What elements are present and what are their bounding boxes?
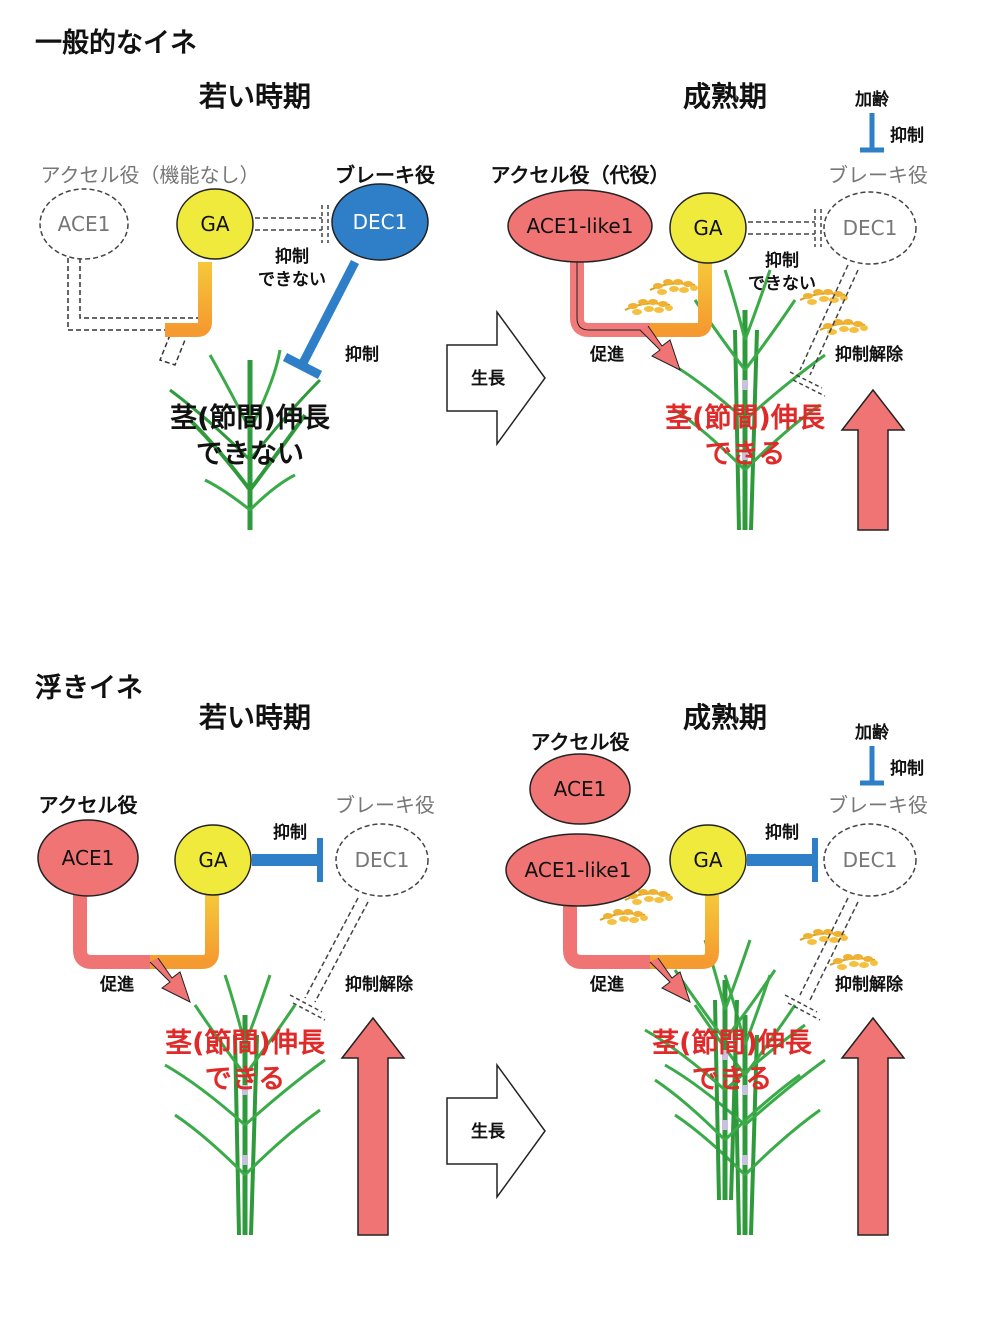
elongation-arrow — [840, 1016, 906, 1236]
ace1-like1-node — [505, 833, 651, 907]
phase-heading-young: 若い時期 — [199, 701, 311, 734]
ace1-label: ACE1 — [58, 212, 111, 236]
rice-grain-illustration — [599, 908, 649, 926]
aging-inhibition-line — [860, 746, 884, 786]
outcome-text: 茎(節間)伸長 — [665, 402, 826, 434]
accelerator-label: アクセル役（代役） — [491, 163, 670, 187]
inhibit-label: 抑制 — [345, 344, 379, 365]
ace1-node — [39, 188, 129, 260]
phase-heading-mature: 成熟期 — [683, 701, 767, 734]
promote-label: 促進 — [589, 974, 624, 995]
phase-heading-mature: 成熟期 — [683, 80, 767, 113]
brake-label: ブレーキ役 — [828, 793, 928, 817]
released-inhibition-line — [304, 897, 369, 1003]
growth-label: 生長 — [471, 1121, 506, 1142]
outcome-text-2: できる — [205, 1064, 285, 1095]
inactive-pathway — [67, 258, 200, 331]
dec1-label: DEC1 — [353, 210, 408, 234]
release-label: 抑制解除 — [835, 974, 904, 995]
promote-arrow — [639, 325, 681, 371]
elongation-arrow — [840, 388, 906, 531]
elongation-arrow — [340, 1016, 406, 1236]
inhibition-line — [297, 259, 360, 368]
phase-heading-young: 若い時期 — [199, 80, 311, 113]
ga-node — [176, 188, 254, 260]
ace1-like1-node — [507, 189, 653, 263]
dec1-node — [823, 823, 917, 897]
promote-pipe — [73, 895, 200, 969]
rice-plant-illustration — [665, 270, 825, 530]
release-label: 抑制解除 — [835, 344, 904, 365]
section-title: 一般的なイネ — [35, 27, 197, 59]
outcome-text-2: できる — [692, 1064, 772, 1095]
promote-pipe — [563, 905, 700, 969]
dec1-label: DEC1 — [843, 216, 898, 240]
ga-label: GA — [200, 212, 229, 236]
promote-arrow — [149, 957, 191, 1003]
ga-signal-pipe — [150, 895, 219, 969]
rice-plant-illustration — [165, 975, 325, 1235]
dec1-node — [331, 183, 429, 261]
accelerator-label: アクセル役 — [531, 730, 630, 754]
ace1-label: ACE1 — [554, 777, 607, 801]
promote-label: 促進 — [589, 344, 624, 365]
aging-label: 加齢 — [854, 722, 890, 743]
growth-label: 生長 — [471, 368, 506, 389]
outcome-text: 茎(節間)伸長 — [165, 1027, 326, 1059]
ga-node — [669, 824, 747, 896]
dec1-node — [335, 823, 429, 897]
rice-grain-illustration — [624, 298, 674, 316]
outcome-text: 茎(節間)伸長 — [170, 402, 331, 434]
ga-node — [669, 192, 747, 264]
aging-inhibit-label: 抑制 — [890, 758, 924, 779]
ace1-like1-label: ACE1-like1 — [525, 858, 632, 882]
failed-inhibition-line — [255, 217, 322, 231]
dec1-label: DEC1 — [355, 848, 410, 872]
failed-inhibition-line — [748, 221, 815, 235]
ga-signal-pipe — [165, 262, 212, 337]
section-title: 浮きイネ — [35, 673, 143, 704]
brake-label: ブレーキ役 — [335, 793, 435, 817]
ga-label: GA — [198, 848, 227, 872]
ga-signal-pipe — [650, 262, 712, 337]
cannot-inhibit-label: 抑制 — [765, 250, 799, 271]
outcome-text: 茎(節間)伸長 — [652, 1027, 813, 1059]
growth-arrow — [446, 1062, 546, 1200]
ga-node — [174, 824, 252, 896]
outcome-text-2: できない — [196, 439, 304, 470]
inhibit-label: 抑制 — [765, 822, 799, 843]
outcome-text-2: できる — [705, 439, 785, 470]
brake-label: ブレーキ役 — [828, 163, 928, 187]
release-label: 抑制解除 — [345, 974, 414, 995]
promote-label: 促進 — [99, 974, 134, 995]
released-inhibition-line — [799, 897, 859, 1001]
promote-arrow — [649, 957, 691, 1003]
ace1-node — [37, 819, 139, 897]
cannot-inhibit-label-2: できない — [748, 274, 816, 294]
dec1-label: DEC1 — [843, 848, 898, 872]
accelerator-label: アクセル役（機能なし） — [41, 163, 260, 187]
ga-signal-pipe — [650, 895, 719, 969]
ace1-label: ACE1 — [62, 846, 115, 870]
brake-label: ブレーキ役 — [335, 163, 435, 187]
ga-label: GA — [693, 216, 722, 240]
ace1-node — [529, 753, 631, 825]
ga-label: GA — [693, 848, 722, 872]
aging-inhibition-line — [860, 113, 884, 153]
growth-arrow — [446, 309, 546, 447]
cannot-inhibit-label: 抑制 — [275, 246, 309, 267]
ace1-like1-label: ACE1-like1 — [527, 214, 634, 238]
released-inhibition-line — [799, 264, 859, 376]
dec1-node — [823, 191, 917, 265]
promote-pipe — [570, 258, 700, 337]
aging-label: 加齢 — [854, 89, 890, 110]
aging-inhibit-label: 抑制 — [890, 125, 924, 146]
cannot-inhibit-label-2: できない — [258, 270, 326, 290]
accelerator-label: アクセル役 — [39, 793, 138, 817]
inhibit-label: 抑制 — [273, 822, 307, 843]
